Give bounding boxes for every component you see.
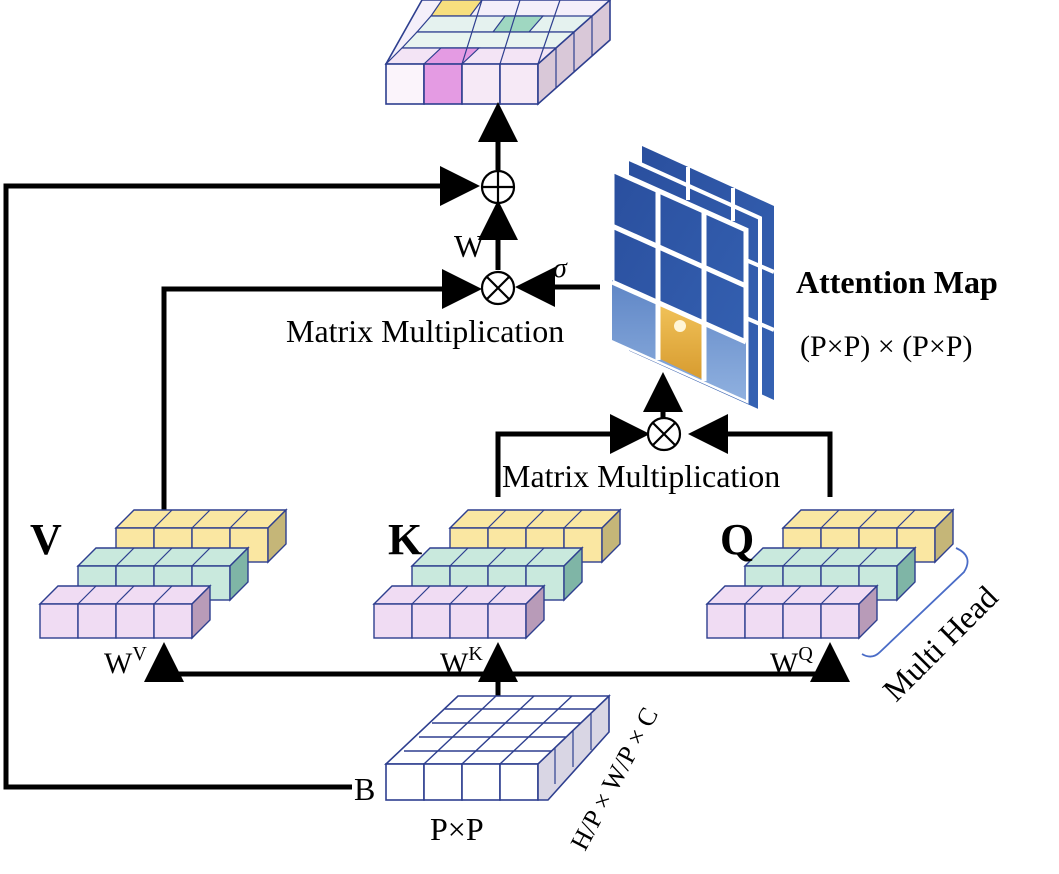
key-head-stack — [372, 508, 622, 640]
v-label: V — [30, 515, 62, 564]
pxp-label: P×P — [430, 811, 484, 847]
attention-map-title: Attention Map — [796, 264, 998, 300]
query-head-stack — [705, 508, 955, 640]
multi-head-brace — [861, 547, 969, 658]
circle-plus-icon — [480, 169, 516, 205]
b-label: B — [354, 771, 375, 807]
value-head-stack — [38, 508, 288, 640]
connection-wires — [3, 102, 850, 790]
attention-map-size: (P×P) × (P×P) — [800, 330, 972, 363]
value-head-3 — [38, 584, 212, 640]
attention-map-front — [609, 166, 749, 404]
matrix-multiplication-label-top: Matrix Multiplication — [286, 313, 564, 349]
w-label: W — [454, 228, 485, 264]
query-head-3 — [705, 584, 879, 640]
wk-label: WK — [440, 643, 483, 680]
matrix-multiplication-label-mid: Matrix Multiplication — [502, 458, 780, 494]
k-label: K — [388, 515, 422, 564]
wq-label: WQ — [770, 643, 813, 680]
key-head-3 — [372, 584, 546, 640]
value-head-1 — [114, 508, 288, 564]
attention-map-stack — [609, 146, 775, 416]
circle-times-icon — [480, 270, 516, 306]
circle-times-icon — [646, 416, 682, 452]
input-feature-map — [383, 694, 611, 801]
qkv-head-stacks — [38, 508, 955, 640]
sigma-label: σ — [553, 253, 568, 284]
output-feature-map — [384, 0, 612, 106]
wv-label: WV — [104, 643, 147, 680]
q-label: Q — [720, 515, 754, 564]
